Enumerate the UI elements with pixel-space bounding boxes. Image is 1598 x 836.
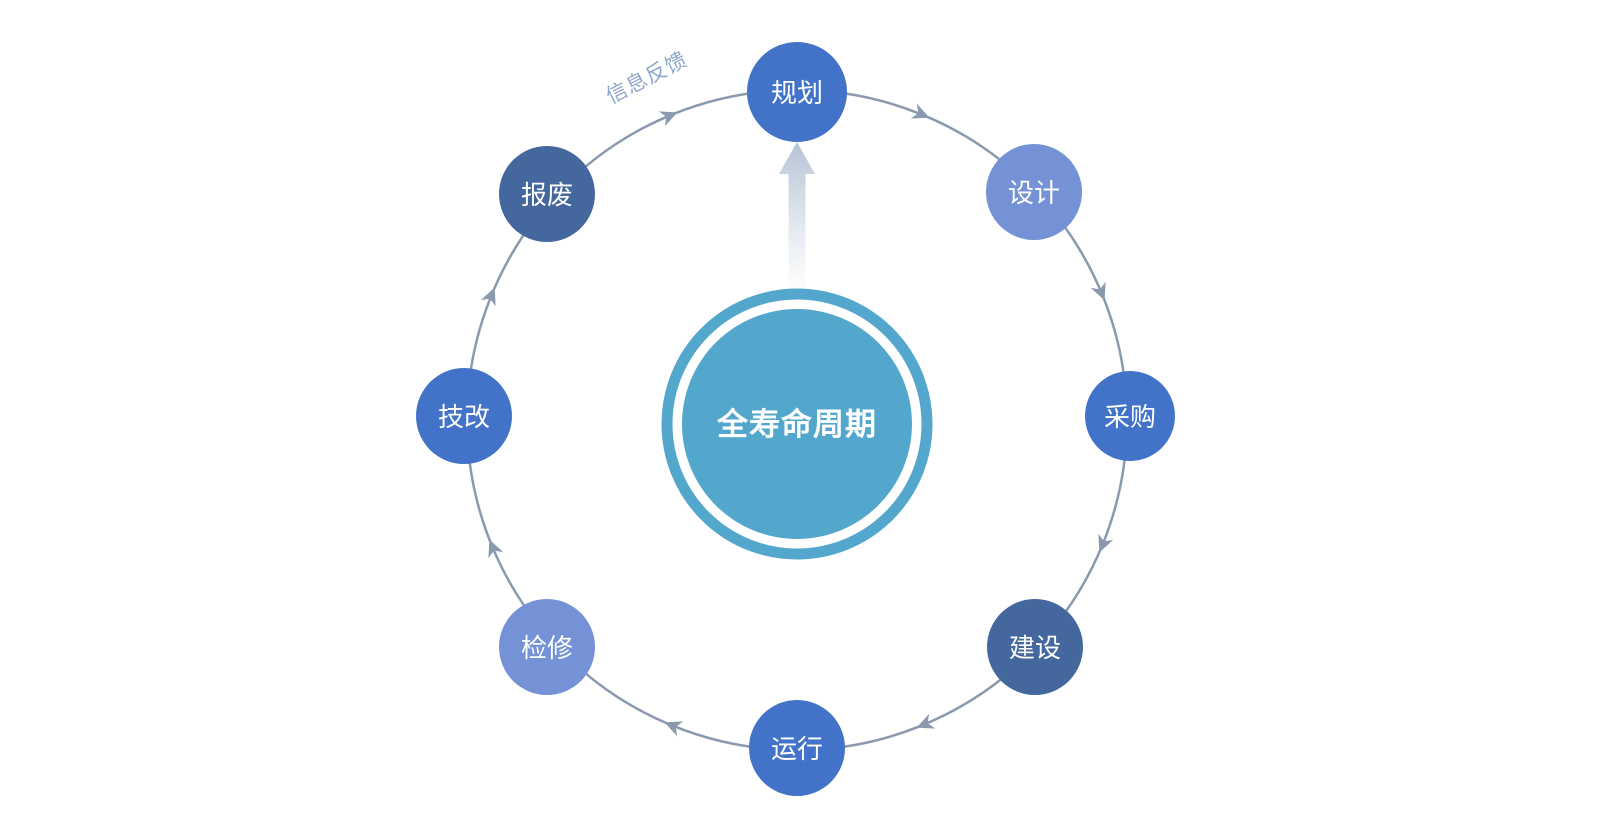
node-maintenance-circle — [499, 599, 595, 695]
node-design-circle — [986, 144, 1082, 240]
node-operation: 运行 — [749, 700, 845, 796]
node-scrap-circle — [499, 146, 595, 242]
node-procurement: 采购 — [1085, 371, 1175, 461]
node-procurement-circle — [1085, 371, 1175, 461]
node-design: 设计 — [986, 144, 1082, 240]
node-operation-circle — [749, 700, 845, 796]
node-planning-label: 规划 — [771, 78, 823, 108]
flow-arrow-renovation-scrap — [480, 287, 496, 307]
node-scrap-label: 报废 — [521, 180, 573, 210]
center-circle-label: 全寿命周期 — [716, 407, 877, 442]
flow-arrow-planning-design — [910, 103, 930, 119]
center-circle-outer-ring — [661, 288, 933, 560]
feedback-label: 信息反馈 — [603, 48, 692, 108]
flow-arrow-maintenance-renovation — [488, 539, 504, 559]
node-design-label: 设计 — [1008, 178, 1060, 208]
flow-arrow-scrap-planning — [658, 111, 678, 127]
node-operation-label: 运行 — [771, 734, 823, 764]
flow-arrow-design-procurement — [1090, 281, 1106, 301]
node-construction-circle — [987, 599, 1083, 695]
node-maintenance: 检修 — [499, 599, 595, 695]
node-renovation: 技改 — [416, 368, 512, 464]
node-planning-circle — [747, 42, 847, 142]
node-scrap: 报废 — [499, 146, 595, 242]
center-circle: 全寿命周期 — [661, 288, 933, 560]
center-circle-disc — [682, 309, 912, 539]
node-planning: 规划 — [747, 42, 847, 142]
flow-arrow-construction-operation — [916, 713, 936, 729]
node-construction-label: 建设 — [1009, 633, 1061, 663]
flow-arrow-operation-maintenance — [664, 721, 684, 737]
node-procurement-label: 采购 — [1104, 402, 1156, 432]
feedback-up-arrow — [779, 142, 815, 288]
flow-arrow-procurement-construction — [1098, 533, 1114, 553]
node-construction: 建设 — [987, 599, 1083, 695]
node-maintenance-label: 检修 — [521, 633, 573, 663]
node-renovation-circle — [416, 368, 512, 464]
node-renovation-label: 技改 — [438, 402, 490, 432]
